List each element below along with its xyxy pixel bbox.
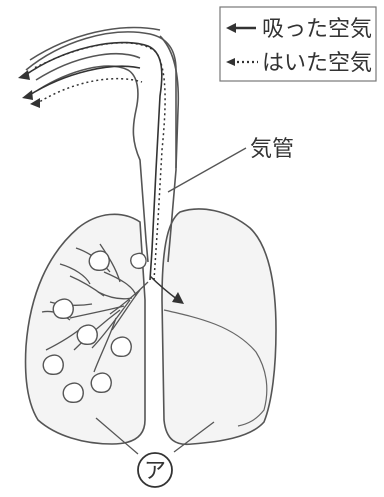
inhaled-flow-line-2: [28, 66, 140, 96]
legend: 吸った空気 はいた空気: [220, 7, 376, 81]
inhaled-arrowhead-2: [22, 90, 33, 100]
alveolus: [91, 373, 111, 392]
alveolus: [43, 355, 63, 374]
alveolus: [111, 337, 131, 356]
legend-inhaled-label: 吸った空気: [262, 17, 372, 42]
trachea-leader-line: [168, 148, 246, 192]
lungs: [26, 209, 277, 444]
alveolus: [131, 253, 146, 268]
alveolus: [89, 251, 109, 270]
inhaled-arrowhead-1: [18, 70, 30, 80]
trachea-callout: 気管: [168, 137, 294, 192]
lung-right: [162, 209, 276, 444]
marker-label: ア: [144, 459, 166, 484]
trachea-label: 気管: [250, 137, 294, 162]
alveolus: [77, 325, 97, 344]
legend-exhaled-label: はいた空気: [262, 51, 372, 76]
alveolus: [63, 383, 83, 402]
alveolus: [53, 299, 73, 318]
